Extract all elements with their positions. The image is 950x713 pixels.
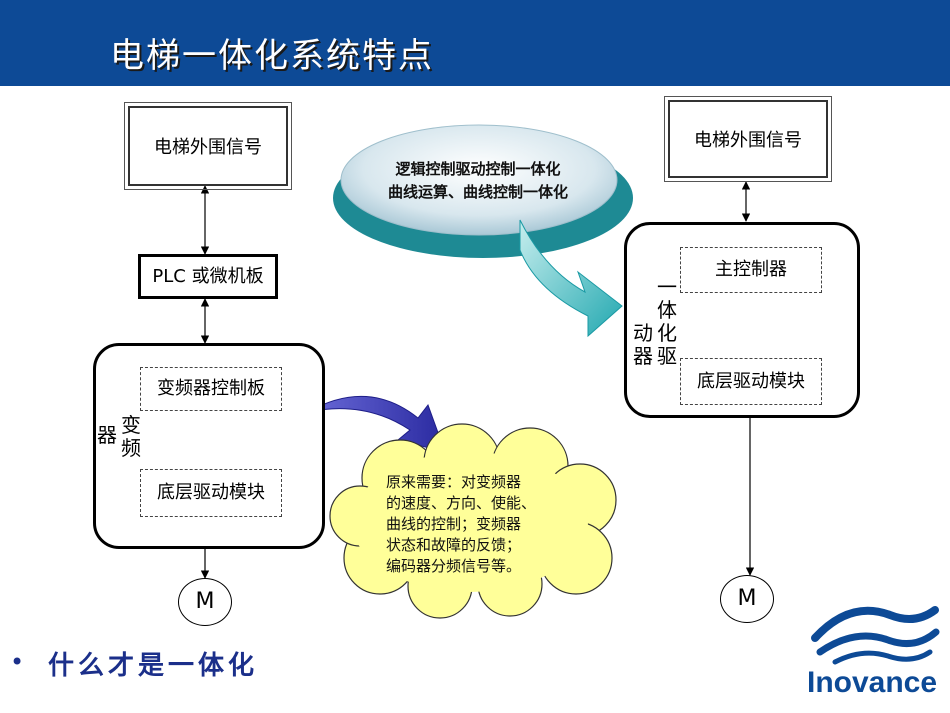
cloud-line-2: 的速度、方向、使能、 bbox=[386, 494, 537, 512]
brand-name: Inovance bbox=[807, 666, 938, 699]
cloud-shape bbox=[329, 423, 617, 619]
bullet-text: 什么才是一体化 bbox=[48, 651, 259, 681]
ellipse-highlight bbox=[340, 124, 618, 236]
left-signal-box: 电梯外围信号 bbox=[124, 102, 292, 190]
cloud-line-1: 原来需要：对变频器 bbox=[386, 473, 522, 491]
ellipse-line-1: 逻辑控制驱动控制一体化 bbox=[395, 160, 561, 178]
teal-curved-arrow bbox=[519, 219, 623, 338]
bullet-icon: • bbox=[10, 648, 25, 676]
cloud-line-3: 曲线的控制；变频器 bbox=[386, 515, 522, 533]
left-motor: M bbox=[178, 578, 232, 626]
right-signal-label: 电梯外围信号 bbox=[694, 130, 802, 151]
title-bar bbox=[0, 0, 950, 86]
cloud-line-4: 状态和故障的反馈； bbox=[386, 536, 522, 554]
blue-curved-arrow bbox=[307, 396, 446, 453]
cloud-line-5: 编码器分频信号等。 bbox=[386, 557, 522, 575]
inverter-vertical-label: 变频器 bbox=[97, 413, 141, 460]
right-motor: M bbox=[720, 575, 774, 623]
right-signal-box: 电梯外围信号 bbox=[664, 96, 832, 182]
left-driver-module: 底层驱动模块 bbox=[140, 469, 282, 517]
ellipse-line-2: 曲线运算、曲线控制一体化 bbox=[387, 183, 568, 201]
plc-box: PLC 或微机板 bbox=[138, 254, 278, 299]
right-driver-module: 底层驱动模块 bbox=[680, 358, 822, 405]
inovance-logo-icon bbox=[811, 606, 940, 665]
inverter-control-board: 变频器控制板 bbox=[140, 367, 282, 411]
left-signal-label: 电梯外围信号 bbox=[154, 137, 262, 158]
integrated-drive-vertical-label: 一体化驱动器 bbox=[633, 275, 677, 368]
slide-title: 电梯一体化系统特点 bbox=[110, 36, 434, 76]
main-controller: 主控制器 bbox=[680, 247, 822, 293]
